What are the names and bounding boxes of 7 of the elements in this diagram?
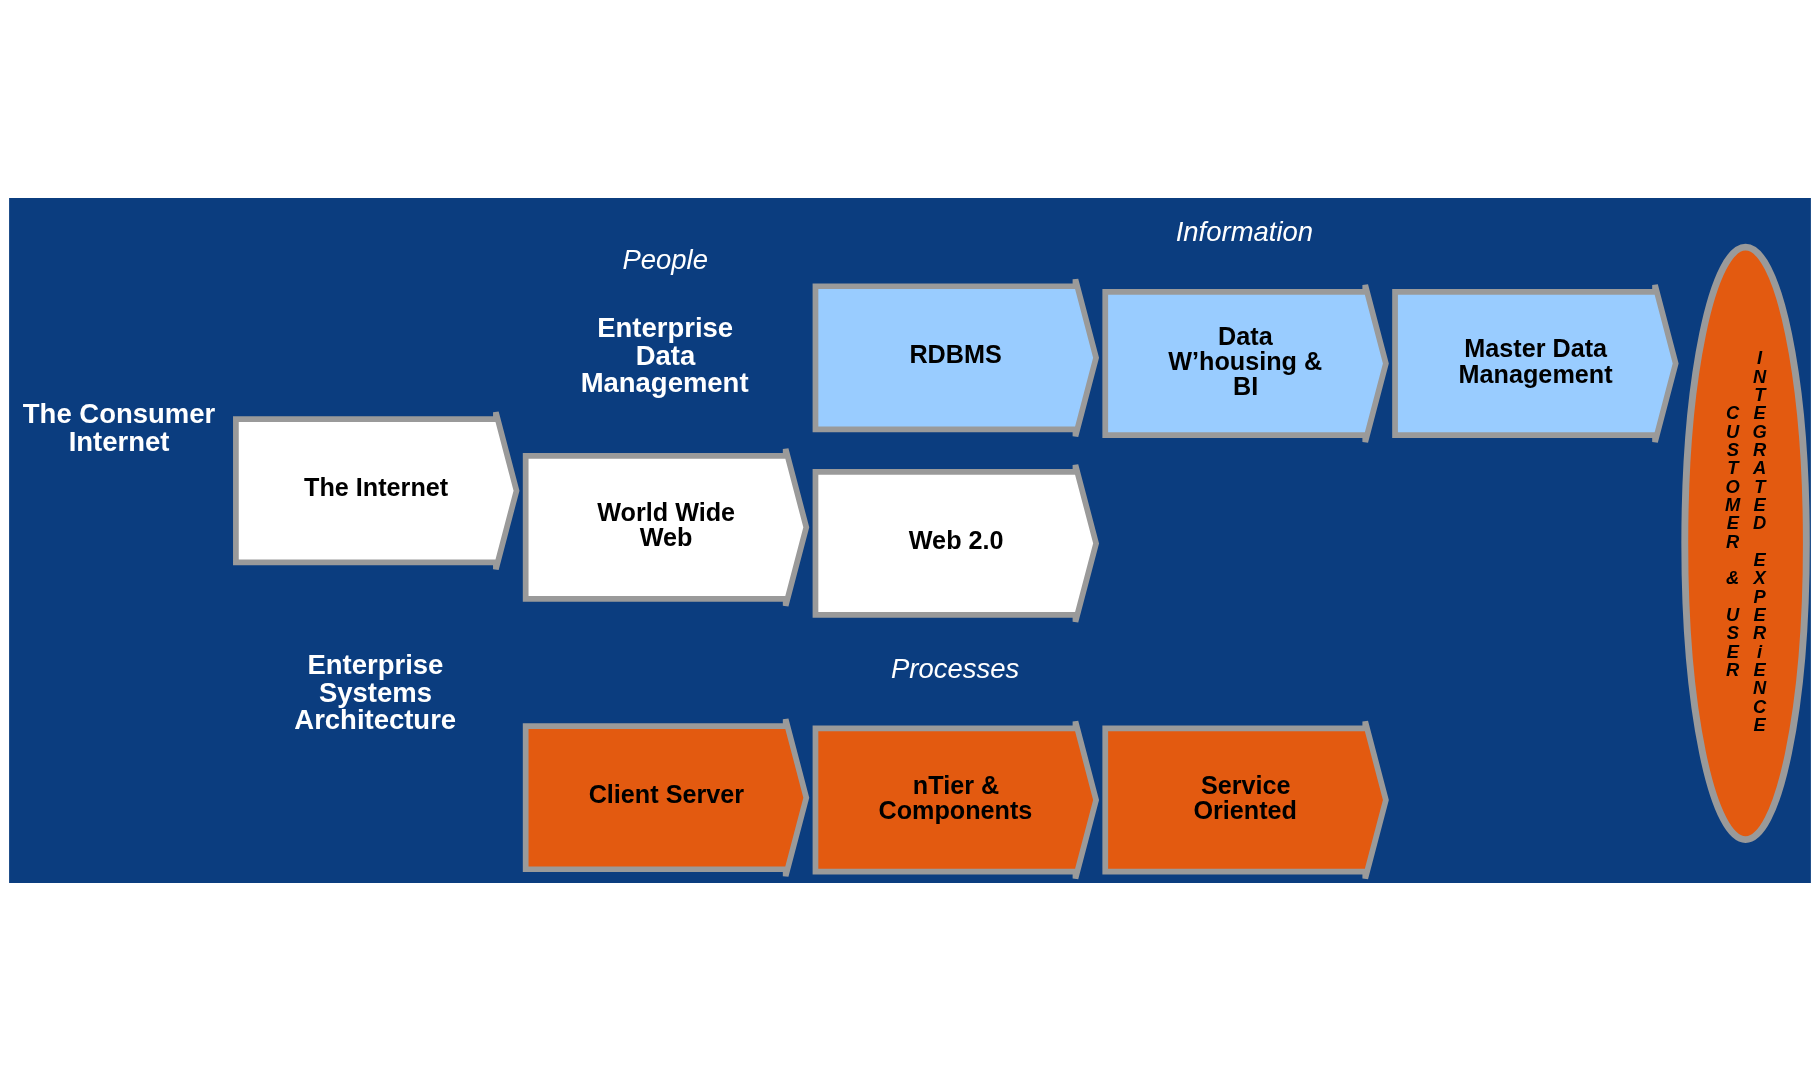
label: Enterprise Systems Architecture [294,648,457,735]
node-ellipse: CUSTOMER & USER INTEGRATED EXPERiENCE [1681,243,1810,843]
label: Enterprise Data Management [580,311,749,398]
label: The Consumer Internet [22,397,216,457]
label: Processes [891,652,1020,684]
label: Information [1175,215,1314,247]
label: People [622,243,709,275]
